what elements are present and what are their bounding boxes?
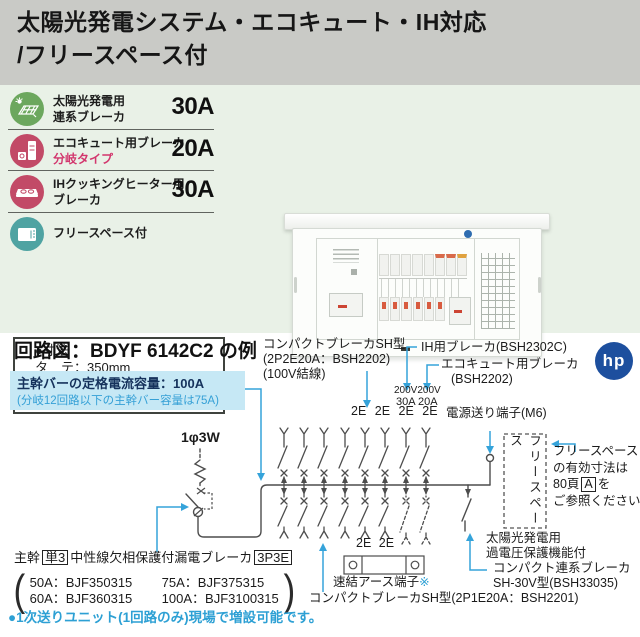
- earth-terminal-symbol: [343, 555, 425, 575]
- page-ref-tag: A: [581, 477, 596, 492]
- panel-button: [464, 230, 472, 238]
- paren-close: ): [283, 566, 295, 615]
- hp-logo: hp: [595, 342, 633, 380]
- label-2e-bottom: 2E 2E: [356, 536, 395, 550]
- panel-label-text: [333, 249, 359, 263]
- branch-type-highlight: 分岐タイプ: [53, 152, 114, 166]
- feature-free-space: フリースペース付: [8, 215, 214, 255]
- main-breaker-unit: [329, 293, 363, 317]
- feature-label: IHクッキングヒーター用 ブレーカ: [53, 177, 185, 207]
- label-power-feed-terminal: 電源送り端子(M6): [446, 406, 547, 420]
- page-title-line1: 太陽光発電システム・エコキュート・IH対応: [17, 9, 487, 35]
- page-header: 太陽光発電システム・エコキュート・IH対応 /フリースペース付: [0, 0, 640, 85]
- callout-connectors: [156, 346, 576, 592]
- page-title: 太陽光発電システム・エコキュート・IH対応 /フリースペース付: [17, 6, 487, 72]
- wiring-lines: [381, 279, 465, 297]
- paren-open: (: [13, 566, 26, 615]
- tag-tan3: 単3: [42, 550, 69, 565]
- label-amps: 30A 20A: [396, 396, 438, 408]
- power-feed-terminal: [485, 453, 495, 486]
- feature-label: エコキュート用ブレーカ 分岐タイプ: [53, 136, 186, 166]
- diagram-title: 回路図：BDYF 6142C2 の例: [14, 341, 257, 362]
- main-breaker-symbol: [185, 448, 213, 518]
- dimensions-heading: ●寸法: [35, 343, 69, 358]
- free-space-box: [503, 433, 547, 529]
- label-2e-top: 2E 2E 2E 2E: [351, 404, 438, 418]
- label-compact-breaker-sh-small: コンパクトブレーカSH型(2P1E20A：BSH2201): [309, 591, 579, 605]
- divider: [8, 212, 214, 213]
- product-photo: [283, 205, 553, 375]
- breaker-row-bottom: [379, 297, 446, 321]
- panel-faceplate: [316, 238, 520, 340]
- label-solar-breaker: 太陽光発電用 過電圧保護機能付 コンパクト連系ブレーカ SH-30V型(BSH3…: [486, 531, 631, 590]
- solar-breaker-unit: [449, 297, 471, 325]
- feature-ecocute-breaker: エコキュート用ブレーカ 分岐タイプ 20A: [8, 132, 214, 172]
- free-space-icon: [10, 217, 44, 251]
- spec-section: 太陽光発電用 連系ブレーカ 30A エコキュート用ブレーカ 分岐タイプ 20A: [0, 85, 640, 414]
- panel-slot: [401, 347, 410, 351]
- solar-breaker-symbol: [461, 484, 472, 532]
- feature-value: 30A: [171, 93, 214, 120]
- feature-solar-breaker: 太陽光発電用 連系ブレーカ 30A: [8, 90, 214, 130]
- bus-capacity-line1: 主幹バーの定格電流容量：100A: [17, 376, 205, 391]
- ecocute-icon: [10, 134, 44, 168]
- bus-capacity-line2: (分岐12回路以下の主幹バー容量は75A): [17, 395, 219, 407]
- page-title-line2: /フリースペース付: [17, 42, 208, 68]
- panel-body: [292, 228, 542, 357]
- solar-panel-icon: [10, 92, 44, 126]
- reference-mark: ※: [419, 575, 430, 589]
- divider: [8, 129, 214, 130]
- model-50a: 50A：BJF350315: [29, 575, 133, 590]
- bus-bar: [197, 484, 491, 538]
- feature-label: 太陽光発電用 連系ブレーカ: [53, 94, 126, 124]
- panel-handle-left: [294, 277, 297, 293]
- footnote: ●1次送りユニット(1回路のみ)現場で増設可能です。: [8, 610, 323, 625]
- model-60a: 60A：BJF360315: [29, 591, 133, 606]
- label-ecocute-breaker: エコキュート用ブレーカ (BSH2202): [441, 357, 579, 386]
- label-voltage: 200V200V: [394, 385, 441, 396]
- bus-capacity-note: 主幹バーの定格電流容量：100A (分岐12回路以下の主幹バー容量は75A): [10, 371, 245, 410]
- feature-value: 30A: [171, 176, 214, 203]
- panel-handle-right: [538, 277, 541, 293]
- feature-ih-breaker: IHクッキングヒーター用 ブレーカ 30A: [8, 173, 214, 213]
- divider: [8, 170, 214, 171]
- label-earth-terminal: 速結アース端子※: [333, 575, 430, 589]
- faceplate-divider: [474, 239, 475, 339]
- model-100a: 100A：BJF3100315: [161, 591, 279, 606]
- label-phase: 1φ3W: [181, 429, 220, 445]
- main-breaker-models: ( 50A：BJF350315 75A：BJF375315 60A：BJF360…: [12, 566, 296, 616]
- ih-heater-icon: [10, 175, 44, 209]
- breaker-row-top: [379, 254, 467, 276]
- free-space-grid: [481, 253, 515, 329]
- feature-label: フリースペース付: [53, 226, 147, 240]
- panel-qr-mark: [351, 269, 357, 275]
- feature-value: 20A: [171, 135, 214, 162]
- circuit-diagram-svg: [156, 346, 576, 592]
- model-75a: 75A：BJF375315: [161, 575, 265, 590]
- branch-circuits: [277, 427, 431, 545]
- tag-3p3e: 3P3E: [254, 550, 293, 565]
- label-compact-breaker-sh: コンパクトブレーカSH型 (2P2E20A：BSH2202) (100V結線): [263, 337, 406, 381]
- faceplate-divider: [377, 239, 378, 339]
- free-space-vertical-label: フリースペース: [508, 434, 541, 527]
- wiring-channel: [379, 278, 467, 279]
- label-ih-breaker: IH用ブレーカ(BSH2302C): [421, 340, 567, 354]
